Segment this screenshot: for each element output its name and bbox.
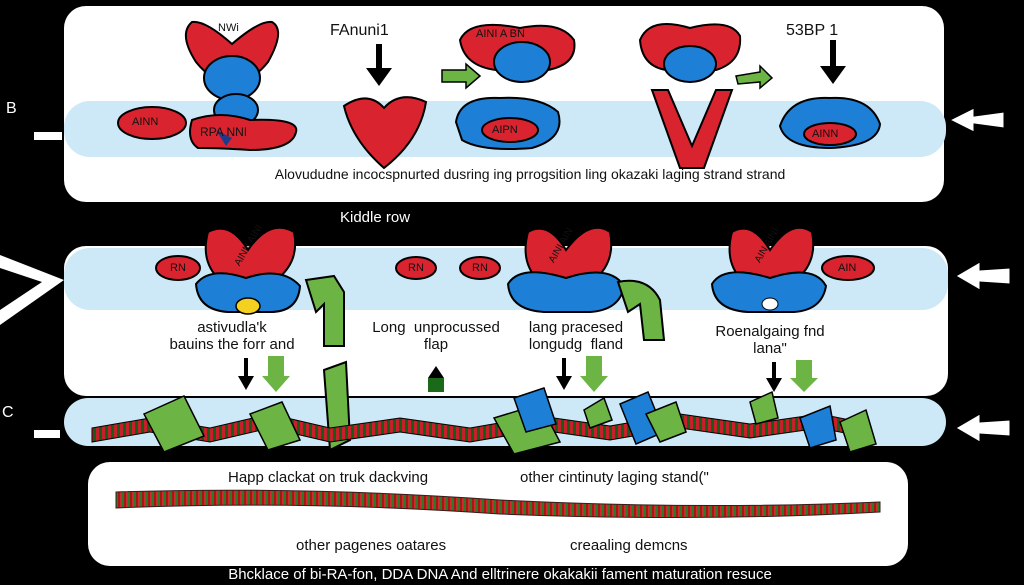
tag-top-mid: AINI A BN: [476, 28, 525, 40]
tag-nwi: NWi: [218, 22, 239, 34]
green-arrow-1: [441, 62, 482, 90]
white-arrow-3: [955, 413, 1011, 443]
tag-blob-right: AINN: [812, 128, 839, 140]
panel-letter-b: B: [6, 100, 17, 117]
white-chevron-left: [0, 255, 64, 325]
panel-letter-c: C: [2, 404, 14, 421]
tag-blob2: RPA NNI: [200, 125, 248, 139]
panel-letter-a-left: A: [88, 6, 99, 23]
dash-left-c: [34, 430, 60, 438]
white-arrow-2: [955, 261, 1011, 291]
tag-rn4: AIN: [838, 262, 857, 274]
label-53bp1: 53BP 1: [786, 22, 839, 39]
green-hook-1: [304, 274, 345, 347]
middle-label: Kiddle row: [340, 209, 411, 226]
row2-label-mid: Long unprocussed flap: [372, 319, 500, 353]
row3-label-right-top: other cintinuty laging stand(": [520, 469, 709, 486]
tag-blob1: AINN: [132, 116, 159, 128]
complex-1: [185, 20, 298, 152]
row1-caption: Alovududne incocspnurted dusring ing prr…: [274, 166, 786, 182]
tag-blob-mid: AIPN: [492, 124, 518, 136]
dash-left-b: [34, 132, 62, 140]
footer-caption: Bhcklace of bi-RA-fon, DDA DNA And elltr…: [228, 566, 772, 583]
white-arrow-1: [948, 107, 1005, 133]
tag-rn3: RN: [472, 262, 488, 274]
green-hook-2: [616, 279, 666, 341]
dna-long: [115, 489, 881, 519]
arrow-down-1: [366, 44, 392, 86]
blob-ainn-left: [117, 106, 187, 140]
arrow-down-2: [820, 40, 846, 84]
green-arrow-2: [735, 64, 774, 90]
complex-v-2: [506, 226, 626, 313]
row3-label-right-bottom: creaaling demcns: [570, 537, 688, 554]
complex-3: [638, 23, 742, 169]
row2-label-mid2: lang pracesed longudg fland: [528, 319, 624, 353]
complex-v-3: [710, 226, 828, 313]
row2-label-right: Roenalgaing fnd lana": [715, 323, 825, 357]
complex-v-1: [194, 226, 302, 315]
tag-rn1: RN: [170, 262, 186, 274]
row2-label-left: astivudla'k bauins the forr and: [169, 319, 295, 353]
label-fanuni: FAnuni1: [330, 22, 389, 39]
panel-letter-a-right: A: [922, 6, 933, 23]
tag-rn2: RN: [408, 262, 424, 274]
row3-label-left-bottom: other pagenes oatares: [296, 537, 447, 554]
v-protein-1: [342, 96, 428, 170]
row3-label-left-top: Happ clackat on truk dackving: [228, 469, 429, 486]
complex-2: [454, 23, 576, 150]
